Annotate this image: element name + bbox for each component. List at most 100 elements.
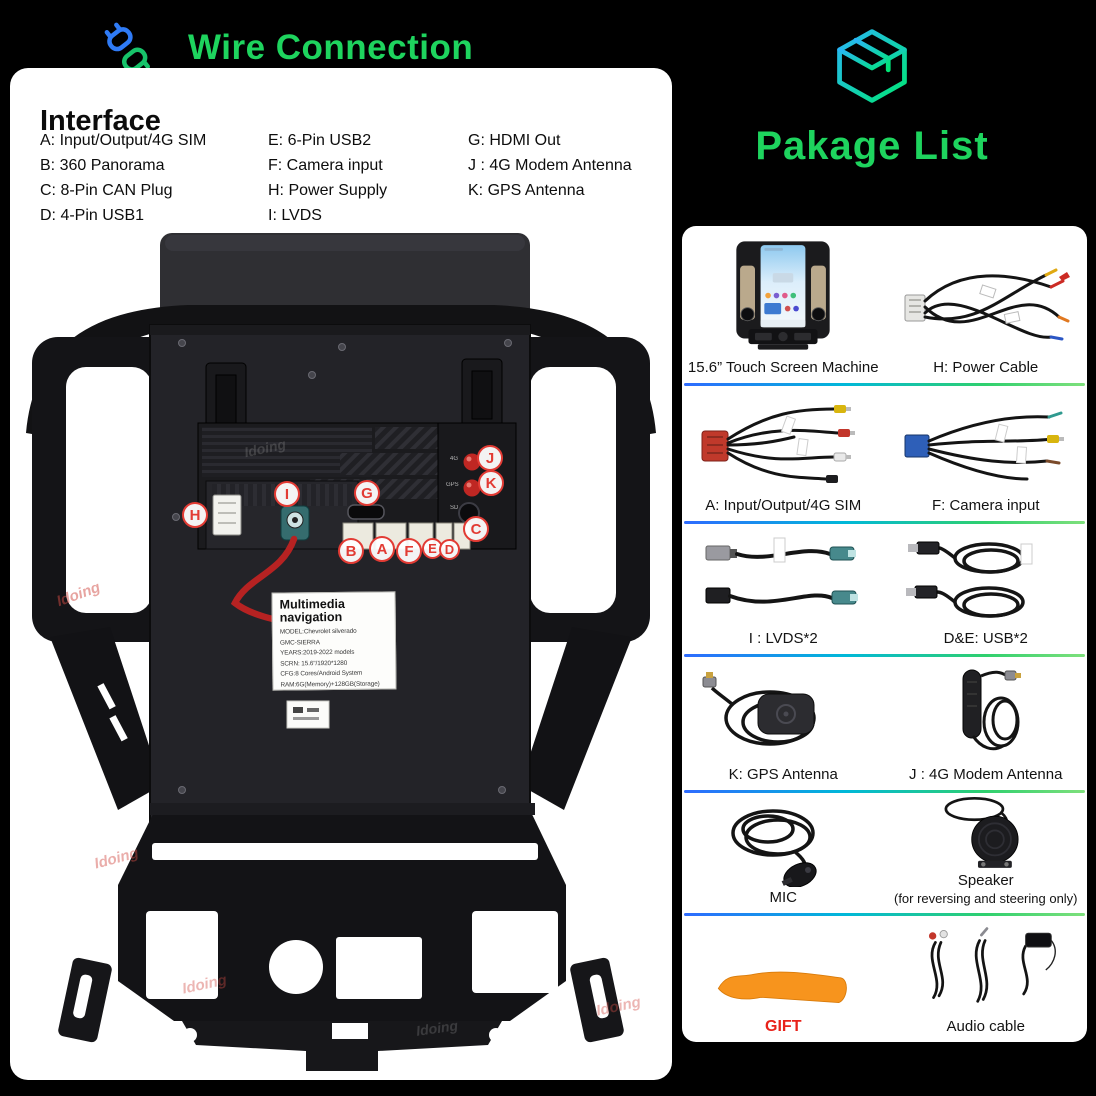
item-usb-cables: D&E: USB*2 [885, 524, 1088, 654]
dash-frame-rear-photo [26, 233, 656, 1071]
bottom-tab [182, 1021, 502, 1071]
legend-column-1: A: Input/Output/4G SIM B: 360 Panorama C… [40, 128, 268, 228]
legend-item: E: 6-Pin USB2 [268, 132, 372, 149]
item-caption: D&E: USB*2 [943, 630, 1028, 648]
audio-cable-image [928, 927, 1056, 1003]
row-divider [684, 654, 1085, 657]
package-row: A: Input/Output/4G SIM [682, 386, 1087, 521]
lvds-port [280, 505, 310, 541]
legend-item: G: HDMI Out [468, 132, 561, 149]
port-label-sd: SD [450, 505, 459, 511]
package-row: 15.6” Touch Screen Machine [682, 226, 1087, 383]
package-list-header: Pakage List [752, 24, 992, 169]
item-io-harness: A: Input/Output/4G SIM [682, 386, 885, 521]
sticker-title: Multimedia navigation [279, 596, 345, 625]
port-label-gps: GPS [446, 482, 459, 488]
gps-antenna-jack [463, 479, 481, 497]
item-gift: Idoing GIFT [682, 916, 885, 1042]
item-caption: I : LVDS*2 [748, 630, 818, 648]
item-mic: MIC [682, 793, 885, 913]
interface-card: Interface A: Input/Output/4G SIM B: 360 … [10, 68, 672, 1080]
legend-item: H: Power Supply [268, 182, 388, 199]
package-list-title: Pakage List [755, 124, 989, 168]
item-4g-antenna: J : 4G Modem Antenna [885, 657, 1088, 790]
callout-K: K [478, 470, 504, 496]
frame-cutouts [146, 843, 558, 999]
interface-title: Interface [40, 105, 161, 138]
package-row: I : LVDS*2 [682, 524, 1087, 654]
item-subcaption: (for reversing and steering only) [893, 891, 1078, 907]
modem-antenna-image [962, 669, 1021, 751]
package-row: MIC Speaker (for reversing and steering … [682, 793, 1087, 913]
camera-input-image [904, 411, 1064, 481]
lower-frame [118, 810, 566, 1021]
power-supply-port [212, 494, 242, 536]
callout-A: A [369, 536, 395, 562]
callout-H: H [182, 502, 208, 528]
legend-item: J : 4G Modem Antenna [468, 157, 632, 174]
screws [172, 339, 514, 794]
item-caption: H: Power Cable [933, 359, 1039, 377]
right-side-ring [502, 337, 650, 642]
4g-antenna-jack [463, 453, 481, 471]
legend-column-3: G: HDMI Out J : 4G Modem Antenna K: GPS … [468, 128, 632, 228]
callout-I: I [274, 481, 300, 507]
small-sticker [286, 700, 330, 729]
callout-B: B [338, 538, 364, 564]
item-gps-antenna: K: GPS Antenna [682, 657, 885, 790]
legend-column-2: E: 6-Pin USB2 F: Camera input H: Power S… [268, 128, 468, 228]
row-divider [684, 913, 1085, 916]
callout-J: J [477, 445, 503, 471]
item-caption: K: GPS Antenna [728, 766, 838, 784]
legend-item: B: 360 Panorama [40, 157, 165, 174]
item-caption: A: Input/Output/4G SIM [705, 497, 862, 515]
wire-connection-header: Wire Connection [100, 22, 473, 74]
legend-item: K: GPS Antenna [468, 182, 585, 199]
package-row: K: GPS Antenna J : 4G Modem Antenna [682, 657, 1087, 790]
legend-item: A: Input/Output/4G SIM [40, 132, 207, 149]
touch-screen-machine-image [736, 241, 830, 350]
package-row: Idoing GIFT Audio cab [682, 916, 1087, 1042]
left-strut [50, 627, 162, 810]
item-caption: Speaker [957, 871, 1014, 889]
right-strut [520, 627, 632, 810]
item-caption: F: Camera input [931, 497, 1040, 515]
wire-connection-title: Wire Connection [188, 28, 474, 67]
corner-feet [58, 957, 624, 1043]
speaker-image [944, 797, 1019, 868]
hdmi-port [347, 504, 385, 520]
item-lvds-cables: I : LVDS*2 [682, 524, 885, 654]
item-audio-cable: Audio cable [885, 916, 1088, 1042]
item-power-cable: H: Power Cable [885, 226, 1088, 383]
item-camera-harness: F: Camera input [885, 386, 1088, 521]
model-sticker: Multimedia navigation MODEL:Chevrolet si… [271, 591, 397, 691]
usb-cables-image [905, 541, 1033, 618]
lvds-cables-image [705, 537, 859, 605]
left-side-ring [32, 337, 180, 642]
item-caption: Audio cable [946, 1018, 1025, 1036]
item-touch-screen-machine: 15.6” Touch Screen Machine [682, 226, 885, 383]
callout-C: C [463, 516, 489, 542]
callout-G: G [354, 480, 380, 506]
item-speaker: Speaker (for reversing and steering only… [885, 793, 1088, 913]
callout-D: D [439, 539, 460, 560]
callout-E: E [422, 538, 443, 559]
row-divider [684, 521, 1085, 524]
plug-icon [104, 22, 150, 74]
callout-F: F [396, 538, 422, 564]
mic-image [731, 809, 817, 888]
package-list-card: 15.6” Touch Screen Machine [682, 226, 1087, 1042]
power-cable-image [904, 268, 1070, 341]
row-divider [684, 383, 1085, 386]
item-caption: MIC [769, 889, 798, 907]
legend-item: F: Camera input [268, 157, 383, 174]
item-caption: GIFT [765, 1018, 802, 1036]
sticker-line: RAM:6G(Memory)+128GB(Storage) [280, 680, 380, 689]
row-divider [684, 790, 1085, 793]
legend-item: I: LVDS [268, 207, 322, 224]
package-box-icon [837, 29, 907, 103]
port-label-4g: 4G [450, 456, 459, 462]
legend-item: D: 4-Pin USB1 [40, 207, 145, 224]
item-caption: J : 4G Modem Antenna [909, 766, 1063, 784]
